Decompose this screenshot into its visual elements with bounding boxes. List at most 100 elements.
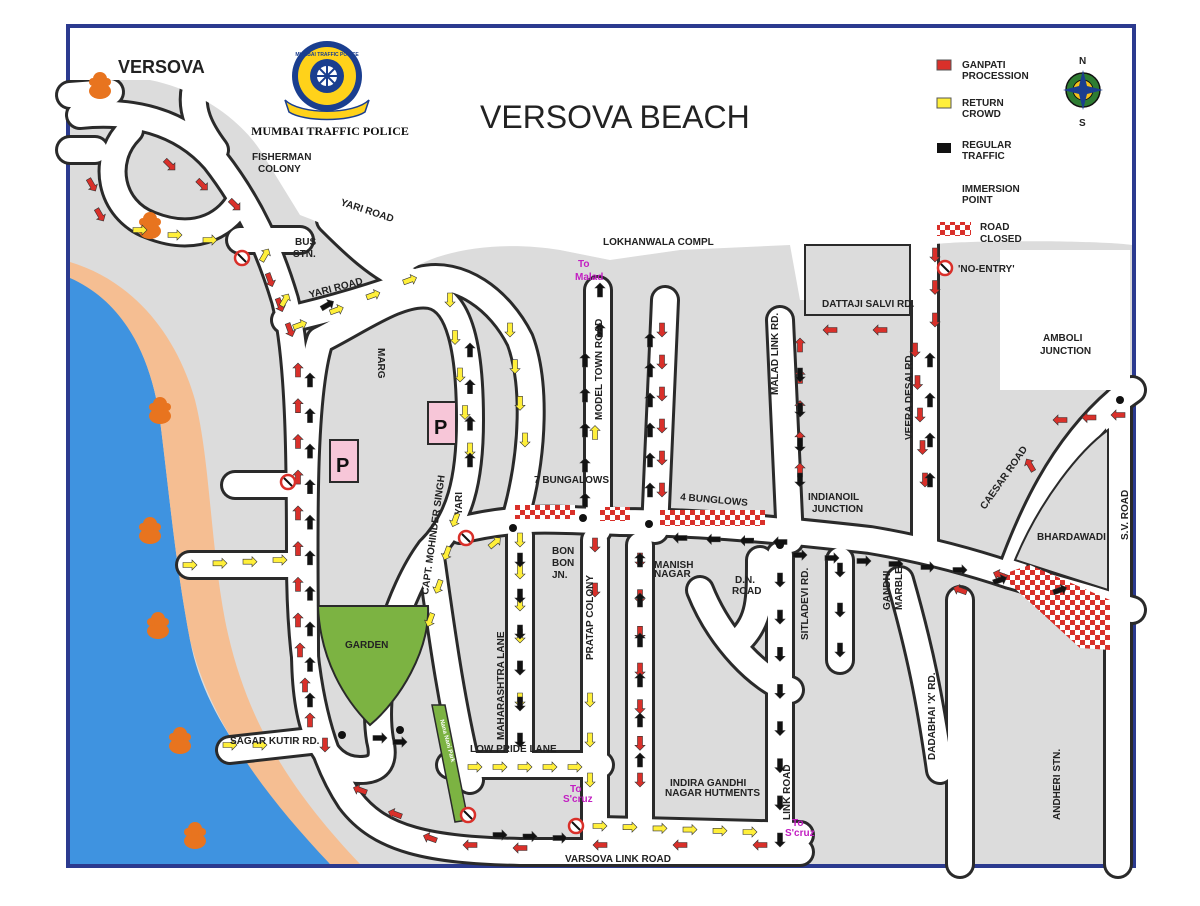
label-link-road: LINK ROAD (782, 764, 793, 820)
traffic-arrow-procession (929, 312, 941, 328)
traffic-arrow-procession (292, 612, 304, 628)
traffic-arrow-return (212, 557, 228, 570)
traffic-arrow-regular (924, 392, 936, 408)
immersion-idol-icon (169, 727, 191, 754)
traffic-arrow-procession (292, 505, 304, 521)
traffic-arrow-regular (319, 299, 334, 312)
traffic-arrow-regular (464, 342, 476, 358)
traffic-arrow-return (365, 289, 381, 301)
traffic-arrow-procession (909, 342, 921, 358)
label-low-pride: LOW PRIDE LANE (470, 744, 557, 755)
traffic-arrow-regular (774, 721, 786, 737)
traffic-arrow-procession (1052, 414, 1068, 426)
label-dadabhai: DADABHAI 'X' RD. (927, 672, 938, 760)
traffic-arrow-procession (822, 324, 838, 336)
traffic-arrow-return (517, 761, 533, 773)
traffic-arrow-return (202, 234, 218, 246)
traffic-arrow-return (182, 559, 198, 571)
traffic-arrow-regular (824, 552, 840, 564)
traffic-arrow-return (584, 692, 596, 708)
traffic-arrow-regular (594, 322, 606, 338)
traffic-arrow-regular (644, 392, 656, 408)
label-to-malad-2: Malad (575, 272, 603, 283)
traffic-arrow-regular (304, 585, 316, 601)
traffic-arrow-regular (492, 829, 508, 841)
label-indira-gandhi-2: NAGAR HUTMENTS (665, 788, 760, 799)
traffic-arrow-regular (672, 532, 688, 544)
label-yari: YARI (454, 492, 465, 515)
traffic-arrow-procession (911, 375, 924, 390)
traffic-arrow-procession (462, 839, 478, 851)
traffic-arrow-regular (304, 656, 316, 672)
label-to-scruz-1a: To (570, 784, 581, 795)
traffic-arrow-regular (634, 752, 646, 768)
traffic-arrow-regular (464, 452, 476, 468)
label-manish-1: MANISH (654, 560, 693, 571)
traffic-arrow-regular (634, 632, 646, 648)
label-sagar-kutir: SAGAR KUTIR RD. (230, 736, 320, 747)
label-7-bungalows: 7 BUNGALOWS (534, 475, 609, 486)
traffic-arrow-regular (634, 592, 646, 608)
traffic-arrow-regular (834, 642, 846, 658)
traffic-arrow-procession (592, 839, 608, 851)
traffic-arrow-procession (656, 322, 668, 338)
traffic-arrow-regular (634, 672, 646, 688)
traffic-arrow-regular (552, 832, 568, 844)
traffic-arrow-procession (319, 737, 331, 753)
traffic-arrow-regular (514, 660, 526, 676)
legend-closed-1: ROAD (980, 222, 1009, 233)
traffic-arrow-return (440, 545, 452, 561)
immersion-idol-icon (89, 72, 111, 99)
label-sitladevi: SITLADEVI RD. (800, 568, 811, 640)
legend-no-entry: 'NO-ENTRY' (958, 264, 1015, 275)
traffic-arrow-procession (292, 576, 304, 592)
sea (70, 270, 330, 864)
label-to-scruz-1b: S'cruz (563, 794, 593, 805)
traffic-arrow-return (514, 395, 526, 411)
no-entry-icon (279, 473, 297, 491)
traffic-arrow-return (424, 612, 436, 627)
traffic-arrow-procession (752, 839, 768, 851)
label-to-malad-1: To (578, 259, 589, 270)
compass-south: S (1079, 118, 1086, 129)
label-amboli-2: JUNCTION (1040, 346, 1091, 357)
traffic-arrow-regular (774, 609, 786, 625)
road-closed-7-bungalows (515, 505, 575, 519)
traffic-arrow-regular (834, 602, 846, 618)
traffic-arrow-procession (1110, 409, 1126, 421)
traffic-arrow-procession (1024, 458, 1037, 473)
traffic-arrow-procession (634, 699, 646, 715)
legend-regular-2: TRAFFIC (962, 151, 1005, 162)
traffic-arrow-regular (514, 732, 526, 748)
traffic-arrow-return (504, 322, 516, 338)
traffic-arrow-regular (774, 758, 786, 774)
traffic-arrow-procession (916, 440, 929, 455)
traffic-arrow-procession (284, 322, 296, 337)
traffic-arrow-regular (644, 362, 656, 378)
traffic-arrow-regular (579, 387, 591, 403)
label-bus-stn-1: BUS (295, 237, 316, 248)
traffic-arrow-regular (774, 795, 786, 811)
traffic-arrow-regular (924, 472, 936, 488)
traffic-arrow-regular (794, 367, 806, 383)
traffic-arrow-return (449, 512, 461, 527)
parking-right-label: P (434, 417, 447, 439)
label-sv-road: S.V. ROAD (1120, 490, 1131, 540)
traffic-arrow-regular (514, 696, 526, 712)
east-land (1000, 250, 1130, 390)
traffic-arrow-regular (644, 332, 656, 348)
compass-icon (1063, 70, 1103, 110)
no-entry-markers (233, 249, 585, 835)
traffic-arrow-return (167, 229, 183, 241)
traffic-arrow-procession (292, 362, 304, 378)
traffic-arrow-regular (794, 472, 806, 488)
traffic-arrow-regular (992, 574, 1007, 586)
traffic-arrow-return (449, 330, 461, 345)
logo-org-name: MUMBAI TRAFFIC POLICE (251, 124, 409, 138)
traffic-arrow-return (682, 823, 698, 836)
label-malad-link: MALAD LINK RD. (770, 313, 781, 395)
traffic-arrow-regular (924, 352, 936, 368)
traffic-arrow-regular (644, 482, 656, 498)
label-indianoil-1: INDIANOIL (808, 492, 859, 503)
legend-return-1: RETURN (962, 98, 1004, 109)
